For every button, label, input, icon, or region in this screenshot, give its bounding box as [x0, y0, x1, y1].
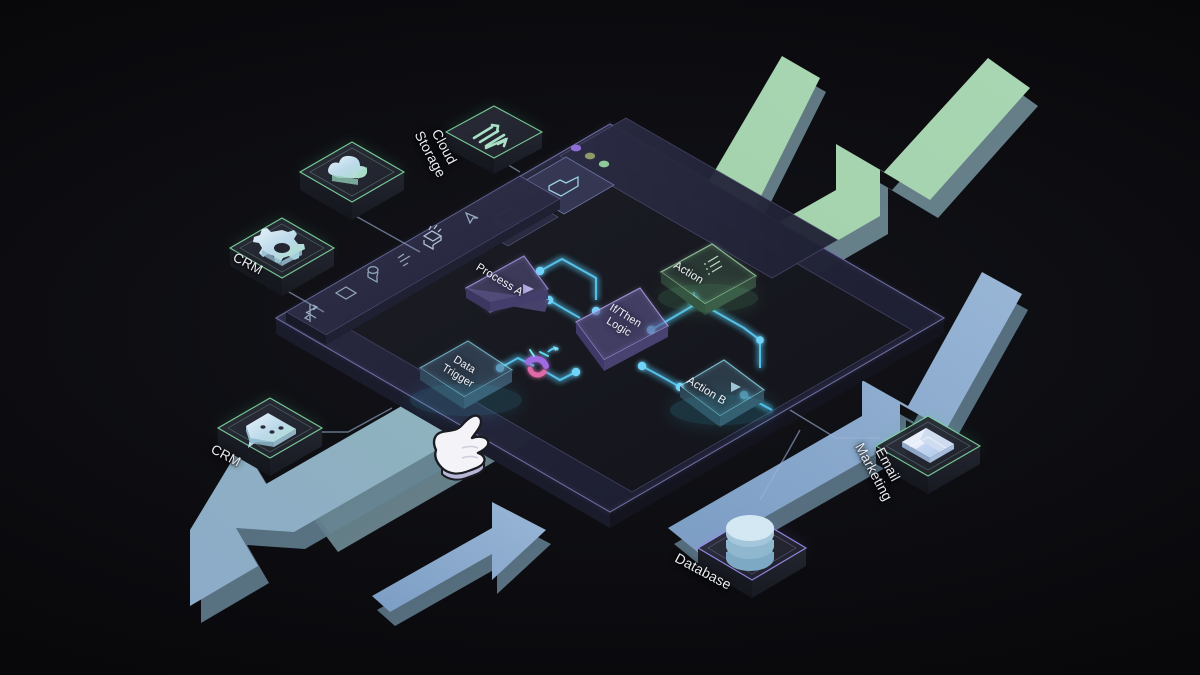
- arrow-blue-small: [372, 502, 551, 626]
